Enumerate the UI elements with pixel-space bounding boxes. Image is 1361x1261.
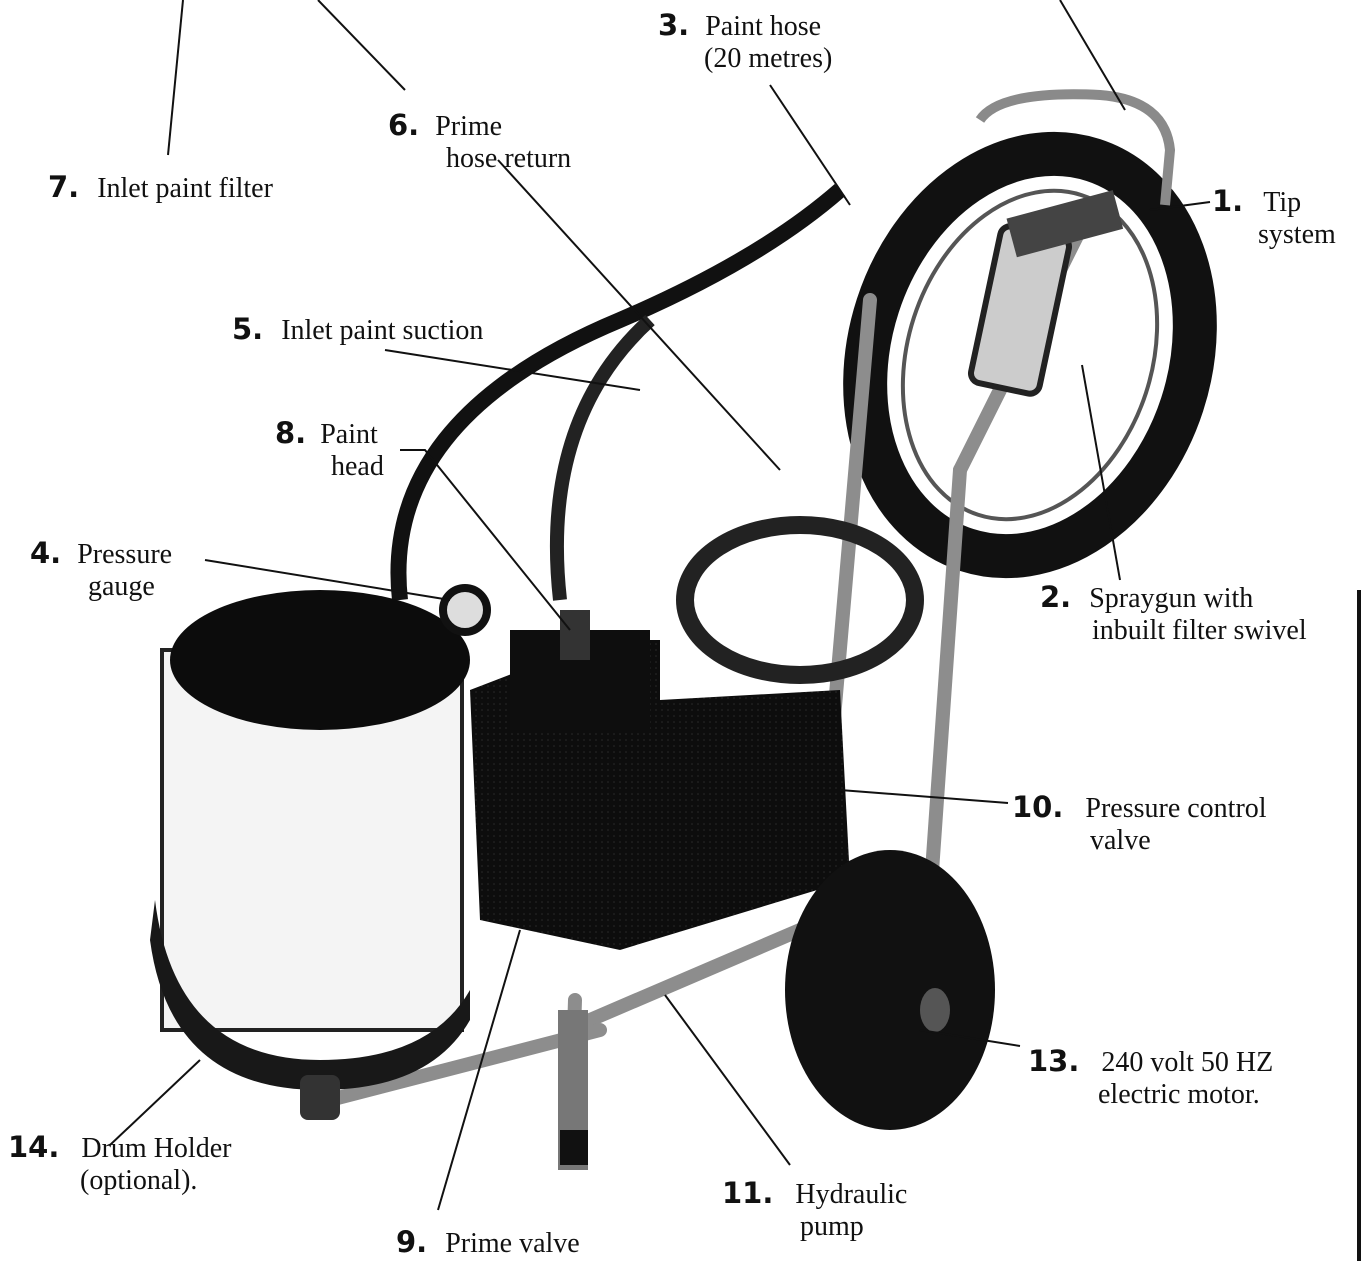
label-number: 14. <box>8 1130 59 1164</box>
label-inlet-suction: 5. Inlet paint suction <box>232 312 483 347</box>
label-line-1: Inlet paint suction <box>281 315 483 346</box>
label-line-1: Prime <box>435 111 502 142</box>
suction-hose <box>398 190 840 600</box>
label-number: 9. <box>396 1225 427 1259</box>
label-line-1: Drum Holder <box>81 1133 231 1164</box>
label-number: 10. <box>1012 790 1063 824</box>
label-prime-valve: 9. Prime valve <box>396 1225 580 1260</box>
label-motor: 13. 240 volt 50 HZ electric motor. <box>1028 1044 1273 1111</box>
label-pressure-gauge: 4. Pressure gauge <box>30 536 172 603</box>
label-number: 3. <box>658 8 689 42</box>
label-line-2: system <box>1258 219 1336 251</box>
label-number: 11. <box>722 1176 773 1210</box>
label-pressure-control: 10. Pressure control valve <box>1012 790 1267 857</box>
label-line-1: Hydraulic <box>795 1179 907 1210</box>
pump-body <box>443 588 850 950</box>
label-hydraulic-pump: 11. Hydraulic pump <box>722 1176 907 1243</box>
wheel <box>785 850 995 1130</box>
label-line-1: Spraygun with <box>1089 583 1253 614</box>
label-drum-holder: 14. Drum Holder (optional). <box>8 1130 231 1197</box>
label-tip-system: 1. Tip system <box>1212 184 1336 251</box>
label-line-2: hose return <box>446 143 571 175</box>
label-line-1: Paint <box>320 419 378 450</box>
page-edge-rule <box>1357 590 1361 1261</box>
label-line-1: 240 volt 50 HZ <box>1101 1047 1273 1078</box>
label-line-2: valve <box>1090 825 1267 857</box>
label-line-2: (optional). <box>80 1165 231 1197</box>
label-line-1: Tip <box>1263 187 1301 218</box>
label-number: 6. <box>388 108 419 142</box>
label-line-1: Pressure control <box>1085 793 1266 824</box>
label-number: 7. <box>48 170 79 204</box>
label-line-2: head <box>331 451 384 483</box>
label-number: 8. <box>275 416 306 450</box>
label-line-2: electric motor. <box>1098 1079 1273 1111</box>
label-paint-hose: 3. Paint hose (20 metres) <box>658 8 832 75</box>
label-number: 5. <box>232 312 263 346</box>
label-line-2: gauge <box>88 571 172 603</box>
label-line-1: Inlet paint filter <box>97 173 273 204</box>
label-spraygun: 2. Spraygun with inbuilt filter swivel <box>1040 580 1307 647</box>
label-number: 1. <box>1212 184 1243 218</box>
label-line-1: Paint hose <box>705 11 821 42</box>
label-line-2: inbuilt filter swivel <box>1092 615 1307 647</box>
label-line-1: Pressure <box>77 539 172 570</box>
label-line-1: Prime valve <box>445 1228 580 1259</box>
label-line-2: pump <box>800 1211 907 1243</box>
label-number: 13. <box>1028 1044 1079 1078</box>
label-number: 2. <box>1040 580 1071 614</box>
label-prime-hose-return: 6. Prime hose return <box>388 108 571 175</box>
label-line-2: (20 metres) <box>704 43 832 75</box>
label-paint-head: 8. Paint head <box>275 416 384 483</box>
bucket-ring <box>685 525 915 675</box>
label-number: 4. <box>30 536 61 570</box>
label-inlet-filter: 7. Inlet paint filter <box>48 170 273 205</box>
paint-drum <box>150 590 470 1120</box>
